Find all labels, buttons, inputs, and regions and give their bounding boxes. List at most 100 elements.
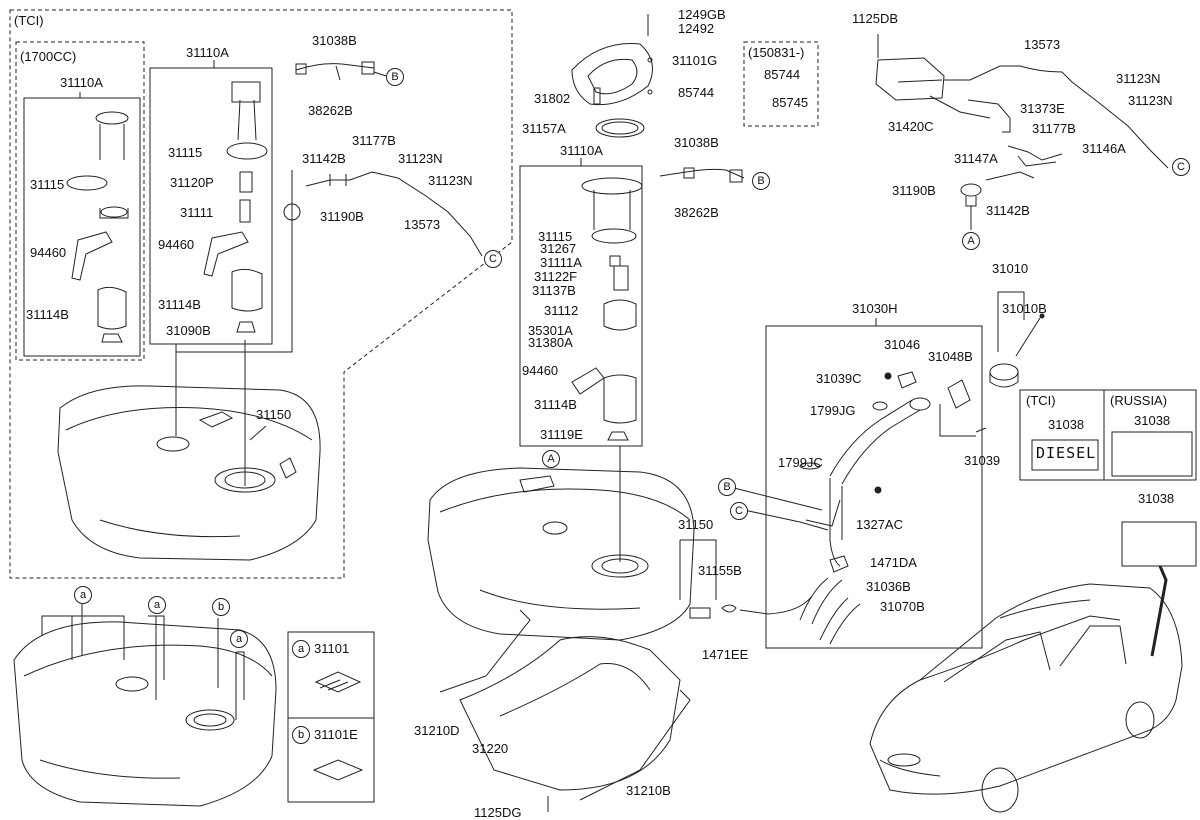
legend-part-label: 31101E <box>314 727 358 742</box>
callout-small-a: a <box>74 586 92 604</box>
part-label: 31038 <box>1134 413 1171 428</box>
part-label: 31802 <box>534 91 571 106</box>
part-label: 31157A <box>522 121 566 136</box>
part-label: 1125DB <box>852 11 899 26</box>
part-label: 85744 <box>764 67 801 82</box>
part-label: 1799JC <box>778 455 823 470</box>
part-label: 1471DA <box>870 555 917 570</box>
part-label: 31119E <box>540 427 583 442</box>
part-label: 31111 <box>180 205 214 220</box>
part-label: 1471EE <box>702 647 749 662</box>
part-label: 31137B <box>532 283 576 298</box>
part-label: 31038 <box>1138 491 1175 506</box>
callout-b: B <box>386 68 404 86</box>
part-label: 94460 <box>522 363 559 378</box>
part-label: 31114B <box>158 297 201 312</box>
part-label: 31150 <box>256 407 292 422</box>
part-label: 31146A <box>1082 141 1126 156</box>
part-label: 85745 <box>772 95 809 110</box>
part-label: 31111A <box>540 255 582 270</box>
part-label: 38262B <box>308 103 353 118</box>
part-label: 1125DG <box>474 805 522 820</box>
callout-a: A <box>542 450 560 468</box>
part-label: 31036B <box>866 579 911 594</box>
part-label: 31220 <box>472 741 509 756</box>
part-label: 31147A <box>954 151 998 166</box>
part-label: 31380A <box>528 335 573 350</box>
part-label: 31123N <box>1116 71 1161 86</box>
part-label: 31420C <box>888 119 934 134</box>
part-label: 31123N <box>398 151 443 166</box>
part-label: 31070B <box>880 599 925 614</box>
part-label: 31142B <box>986 203 1030 218</box>
callout-c: C <box>730 502 748 520</box>
part-label: 31123N <box>428 173 473 188</box>
part-label: 31090B <box>166 323 211 338</box>
callout-a: A <box>962 232 980 250</box>
group-date-note: (150831-) <box>748 45 805 60</box>
diesel-label-text: DIESEL <box>1036 444 1097 462</box>
part-label: 31210D <box>414 723 460 738</box>
part-label: 1799JG <box>810 403 856 418</box>
part-label: 35301A <box>528 323 573 338</box>
fuel-filler-neck-icon <box>733 371 987 645</box>
legend-a-marker: a <box>292 640 310 658</box>
tci-region-outline <box>9 9 513 579</box>
callout-small-b: b <box>212 598 230 616</box>
callout-c: C <box>1172 158 1190 176</box>
part-label: 31101G <box>672 53 718 68</box>
part-label: 85744 <box>678 85 715 100</box>
canister-icon <box>875 34 1169 169</box>
main-fuel-tank-icon <box>427 467 695 641</box>
fuel-pump-module-icon <box>66 111 129 343</box>
part-label: 31048B <box>928 349 973 364</box>
callout-b: B <box>718 478 736 496</box>
part-label: 31114B <box>534 397 577 412</box>
callout-small-a: a <box>148 596 166 614</box>
part-label: 31010B <box>1002 301 1047 316</box>
part-label: 1249GB <box>678 7 726 22</box>
legend-part-label: 31101 <box>314 641 350 656</box>
callout-b: B <box>752 172 770 190</box>
part-label: 31150 <box>678 517 714 532</box>
group-russia-label: (RUSSIA) <box>1110 393 1168 408</box>
part-label: 31038 <box>1048 417 1085 432</box>
part-label: 1327AC <box>856 517 903 532</box>
group-1700cc-label: (1700CC) <box>20 49 77 64</box>
group-tci2-label: (TCI) <box>1026 393 1056 408</box>
part-label: 31267 <box>540 241 577 256</box>
part-label: 13573 <box>404 217 441 232</box>
part-label: 13573 <box>1024 37 1061 52</box>
part-label: 31110A <box>186 45 229 60</box>
part-label: 94460 <box>158 237 195 252</box>
callout-small-a: a <box>230 630 248 648</box>
part-label: 31110A <box>60 75 103 90</box>
part-label: 31373E <box>1020 101 1065 116</box>
part-label: 94460 <box>30 245 67 260</box>
part-label: 31155B <box>698 563 742 578</box>
part-label: 12492 <box>678 21 715 36</box>
part-label: 31010 <box>992 261 1029 276</box>
vehicle-suv-icon <box>869 583 1183 813</box>
part-label: 31142B <box>302 151 346 166</box>
part-label: 31039C <box>816 371 862 386</box>
part-label: 31112 <box>544 303 579 318</box>
part-label: 31030H <box>852 301 898 316</box>
group-tci-label: (TCI) <box>14 13 44 28</box>
part-label: 31190B <box>892 183 936 198</box>
part-label: 31177B <box>1032 121 1076 136</box>
part-label: 31115 <box>538 229 573 244</box>
part-label: 31123N <box>1128 93 1173 108</box>
part-label: 31190B <box>320 209 364 224</box>
part-label: 31046 <box>884 337 921 352</box>
part-label: 31120P <box>170 175 214 190</box>
part-label: 31122F <box>534 269 578 284</box>
part-label: 31210B <box>626 783 671 798</box>
part-label: 31039 <box>964 453 1001 468</box>
part-label: 31110A <box>560 143 603 158</box>
part-label: 31115 <box>168 145 203 160</box>
part-label: 31038B <box>674 135 719 150</box>
part-label: 31038B <box>312 33 357 48</box>
legend-b-marker: b <box>292 726 310 744</box>
